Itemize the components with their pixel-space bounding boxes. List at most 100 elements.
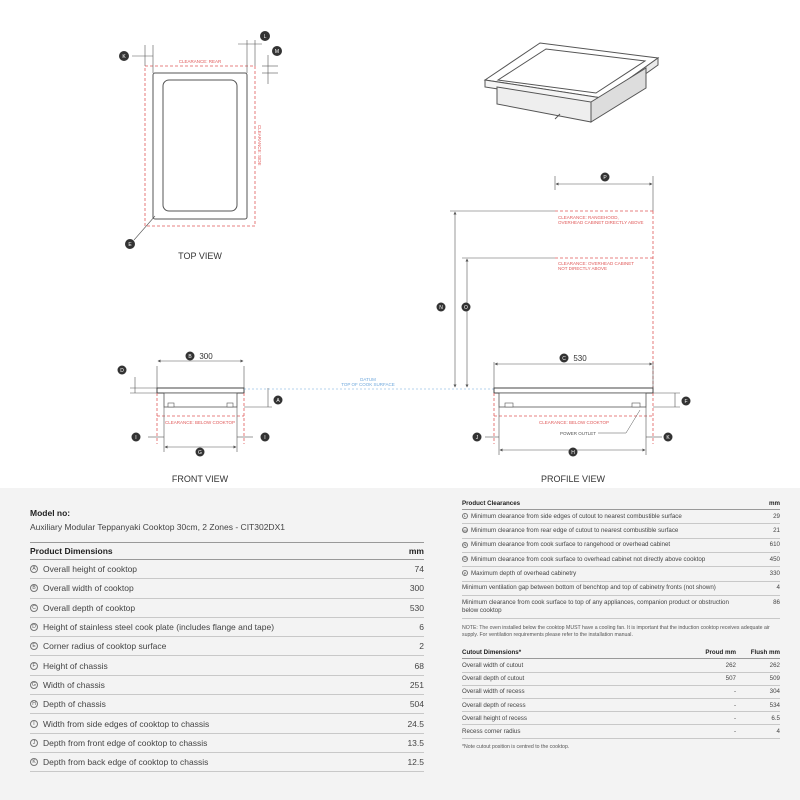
marker-k-profile: K bbox=[663, 432, 673, 442]
dimension-label: Depth from front edge of cooktop to chas… bbox=[43, 737, 208, 748]
dimension-label: Depth of chassis bbox=[43, 699, 106, 710]
svg-text:O: O bbox=[464, 305, 468, 311]
cutout-proud-value: - bbox=[733, 701, 736, 709]
clearance-overhead-1: CLEARANCE: OVERHEAD CABINET bbox=[558, 261, 634, 266]
dimension-key-icon: D bbox=[30, 623, 38, 632]
dimensions-header-unit: mm bbox=[408, 546, 424, 556]
dimension-value: 530 bbox=[409, 602, 424, 613]
marker-o-profile: O bbox=[461, 302, 471, 312]
cutout-label: Overall depth of recess bbox=[462, 701, 526, 709]
table-row: Overall height of recess-6.5 bbox=[462, 712, 780, 726]
datum-label: DATUM bbox=[360, 377, 376, 382]
dimension-label: Width of chassis bbox=[43, 679, 105, 690]
table-row: Minimum clearance from cook surface to t… bbox=[462, 596, 780, 619]
clearance-key-icon: L bbox=[462, 513, 468, 519]
cutout-footnote: *Note cutout position is centred to the … bbox=[462, 743, 570, 750]
dimension-key-icon: F bbox=[30, 661, 38, 670]
clearance-value: 4 bbox=[776, 584, 780, 592]
cutout-header-label: Cutout Dimensions* bbox=[462, 649, 522, 657]
front-view: B 300 CLEARANCE: BELOW COOKTOP D A I I G… bbox=[117, 351, 283, 484]
profile-view: P CLEARANCE: RANGEHOOD, OVERHEAD CABINET… bbox=[436, 172, 691, 484]
dimension-label: Corner radius of cooktop surface bbox=[43, 641, 167, 652]
cutout-label: Overall width of recess bbox=[462, 688, 525, 696]
clearance-label: Minimum clearance from cook surface to t… bbox=[462, 598, 729, 615]
profile-clearance-below: CLEARANCE: BELOW COOKTOP bbox=[539, 420, 609, 425]
clearance-label: Minimum clearance from rear edge of cuto… bbox=[471, 526, 679, 534]
cutout-label: Overall height of recess bbox=[462, 714, 527, 722]
svg-text:P: P bbox=[603, 175, 607, 181]
top-view: CLEARANCE: REAR CLEARANCE: SIDE K L M E … bbox=[119, 31, 282, 261]
marker-k-top: K bbox=[119, 51, 129, 61]
technical-drawing: CLEARANCE: REAR CLEARANCE: SIDE K L M E … bbox=[117, 31, 691, 484]
marker-m-top: M bbox=[272, 46, 282, 56]
row-label: Minimum clearance from cook surface to t… bbox=[462, 599, 732, 616]
cutout-flush-value: 304 bbox=[769, 688, 780, 696]
clearance-value: 610 bbox=[769, 541, 780, 549]
svg-text:A: A bbox=[276, 398, 280, 404]
front-clearance-below: CLEARANCE: BELOW COOKTOP bbox=[165, 420, 235, 425]
svg-text:L: L bbox=[264, 34, 267, 40]
cutout-label: Overall width of cutout bbox=[462, 662, 524, 670]
cutout-flush-value: 4 bbox=[776, 727, 780, 735]
dimension-label: Overall depth of cooktop bbox=[43, 602, 136, 613]
svg-text:D: D bbox=[120, 368, 124, 374]
svg-text:K: K bbox=[666, 435, 670, 441]
marker-n-profile: N bbox=[436, 302, 446, 312]
cutout-label: Overall depth of cutout bbox=[462, 675, 525, 683]
cutout-proud-value: 262 bbox=[725, 662, 736, 670]
clearance-value: 450 bbox=[769, 555, 780, 563]
clearance-value: 21 bbox=[773, 526, 780, 534]
top-view-title: TOP VIEW bbox=[178, 251, 222, 261]
dimension-value: 2 bbox=[419, 641, 424, 652]
top-view-clearance-side: CLEARANCE: SIDE bbox=[257, 125, 262, 166]
clearance-key-icon: M bbox=[462, 527, 468, 534]
marker-c-profile: C bbox=[559, 353, 569, 363]
clearance-label: Minimum ventilation gap between bottom o… bbox=[462, 584, 716, 592]
dimension-value: 6 bbox=[419, 622, 424, 633]
dimension-value: 68 bbox=[414, 660, 424, 671]
marker-j-profile: J bbox=[472, 432, 482, 442]
power-outlet-label: POWER OUTLET bbox=[560, 431, 596, 436]
svg-text:I: I bbox=[135, 435, 136, 441]
clearance-label: Minimum clearance from cook surface to r… bbox=[471, 541, 671, 549]
table-row: Minimum ventilation gap between bottom o… bbox=[462, 582, 780, 597]
clearances-note: NOTE: The oven installed below the cookt… bbox=[462, 624, 770, 639]
dimension-value: 24.5 bbox=[407, 718, 424, 729]
marker-h-profile: H bbox=[568, 447, 578, 457]
svg-text:J: J bbox=[476, 435, 479, 441]
svg-text:I: I bbox=[264, 435, 265, 441]
datum-sublabel: TOP OF COOK SURFACE bbox=[341, 382, 395, 387]
model-value: Auxiliary Modular Teppanyaki Cooktop 30c… bbox=[30, 522, 285, 532]
dimension-key-icon: G bbox=[30, 680, 38, 689]
clearance-value: 330 bbox=[769, 569, 780, 577]
marker-d-front: D bbox=[117, 365, 127, 375]
svg-text:G: G bbox=[198, 450, 202, 456]
cutout-header-proud: Proud mm bbox=[705, 649, 736, 657]
marker-i-front-right: I bbox=[260, 432, 270, 442]
svg-text:N: N bbox=[439, 305, 443, 311]
dimension-key-icon: B bbox=[30, 584, 38, 593]
svg-text:F: F bbox=[684, 399, 687, 405]
